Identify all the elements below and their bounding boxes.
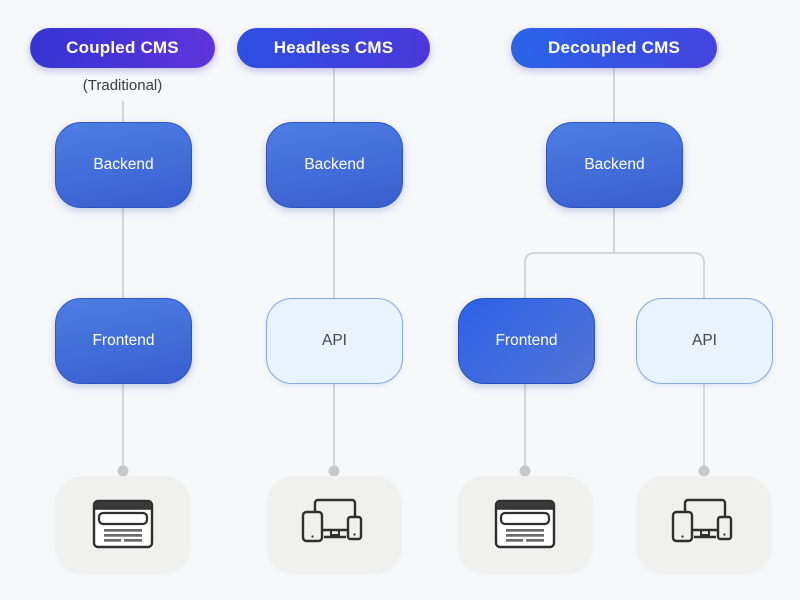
header-pill-decoupled-cms: Decoupled CMS <box>511 28 717 68</box>
responsive-devices-icon <box>301 498 363 543</box>
header-pill-coupled-cms: Coupled CMS <box>30 28 215 68</box>
responsive-devices-icon <box>671 498 733 543</box>
node-backend-coupled: Backend <box>55 122 192 208</box>
browser-window-icon <box>494 499 556 549</box>
browser-window-icon <box>92 499 154 549</box>
device-box-headless <box>267 476 401 572</box>
header-pill-headless-cms: Headless CMS <box>237 28 430 68</box>
node-api-headless: API <box>266 298 403 384</box>
subtitle-traditional: (Traditional) <box>82 77 163 94</box>
node-backend-headless: Backend <box>266 122 403 208</box>
node-api-decoupled: API <box>636 298 773 384</box>
connector-dots <box>117 465 710 477</box>
device-box-decoupled-api <box>637 476 771 572</box>
node-backend-decoupled: Backend <box>546 122 683 208</box>
device-box-decoupled-frontend <box>458 476 592 572</box>
device-box-coupled <box>56 476 190 572</box>
node-frontend-decoupled: Frontend <box>458 298 595 384</box>
node-frontend-coupled: Frontend <box>55 298 192 384</box>
